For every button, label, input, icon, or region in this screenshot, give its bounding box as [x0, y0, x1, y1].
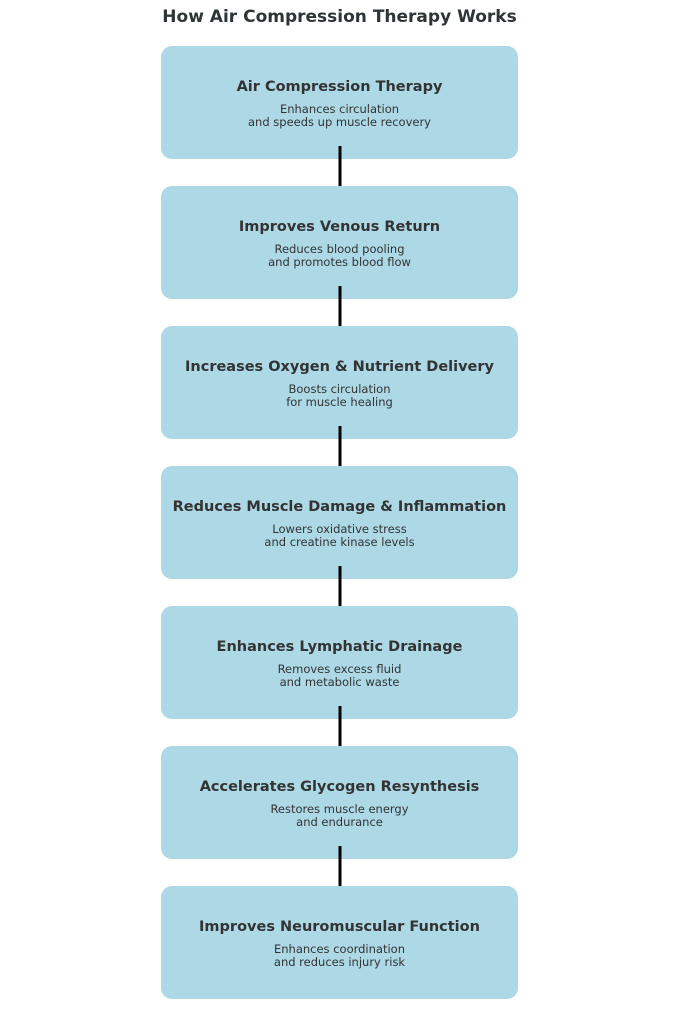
step-description-line-2: and promotes blood flow: [268, 255, 411, 269]
flow-step-4: Reduces Muscle Damage & Inflammation Low…: [161, 466, 518, 579]
step-description-line-1: Enhances circulation: [279, 102, 400, 116]
step-title: Air Compression Therapy: [236, 79, 443, 95]
flow-step-7: Improves Neuromuscular Function Enhances…: [161, 886, 518, 999]
step-description: Enhances coordination and reduces injury…: [161, 943, 518, 969]
step-description-line-1: Enhances coordination: [273, 942, 405, 956]
step-description-line-1: Removes excess fluid: [277, 662, 402, 676]
step-title: Increases Oxygen & Nutrient Delivery: [185, 359, 494, 375]
step-description: Removes excess fluid and metabolic waste: [161, 663, 518, 689]
step-description: Enhances circulation and speeds up muscl…: [161, 103, 518, 129]
step-description: Lowers oxidative stress and creatine kin…: [161, 523, 518, 549]
step-title: Reduces Muscle Damage & Inflammation: [172, 499, 507, 515]
step-title: Enhances Lymphatic Drainage: [216, 639, 463, 655]
step-description-line-1: Boosts circulation: [288, 382, 391, 396]
step-description-line-2: and creatine kinase levels: [264, 535, 415, 549]
flow-step-1: Air Compression Therapy Enhances circula…: [161, 46, 518, 159]
diagram-title: How Air Compression Therapy Works: [162, 7, 517, 27]
step-title: Accelerates Glycogen Resynthesis: [199, 779, 480, 795]
step-title: Improves Venous Return: [238, 219, 441, 235]
step-description-line-2: and endurance: [296, 815, 383, 829]
step-description-line-2: and metabolic waste: [279, 675, 400, 689]
flow-step-6: Accelerates Glycogen Resynthesis Restore…: [161, 746, 518, 859]
step-description-line-2: for muscle healing: [286, 395, 393, 409]
step-description-line-2: and reduces injury risk: [273, 955, 406, 969]
step-title: Improves Neuromuscular Function: [199, 919, 480, 935]
step-description: Restores muscle energy and endurance: [161, 803, 518, 829]
step-description-line-1: Restores muscle energy: [270, 802, 409, 816]
flow-step-2: Improves Venous Return Reduces blood poo…: [161, 186, 518, 299]
step-description-line-1: Lowers oxidative stress: [272, 522, 407, 536]
step-description: Reduces blood pooling and promotes blood…: [161, 243, 518, 269]
flow-step-3: Increases Oxygen & Nutrient Delivery Boo…: [161, 326, 518, 439]
step-description-line-2: and speeds up muscle recovery: [248, 115, 431, 129]
flow-step-5: Enhances Lymphatic Drainage Removes exce…: [161, 606, 518, 719]
step-description-line-1: Reduces blood pooling: [274, 242, 405, 256]
step-description: Boosts circulation for muscle healing: [161, 383, 518, 409]
